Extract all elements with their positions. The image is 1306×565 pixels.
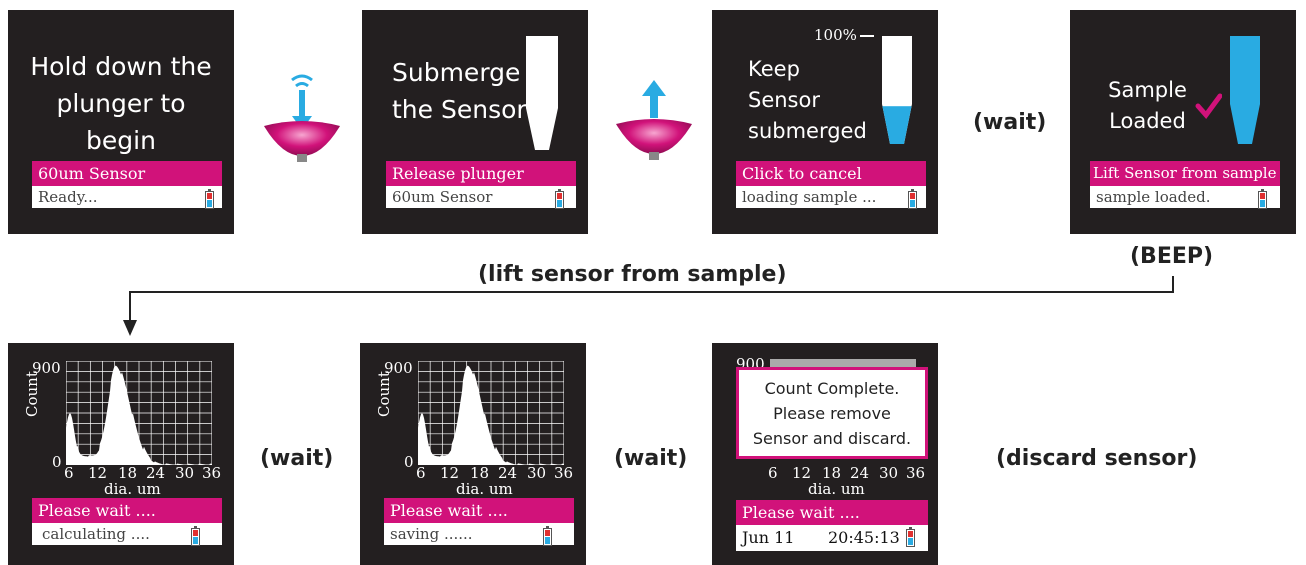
status-bar-white: Ready... <box>32 186 222 208</box>
sensor-icon <box>526 36 558 150</box>
status-bar-pink: Release plunger <box>386 161 576 186</box>
x-axis-label: dia. um <box>456 480 513 498</box>
annotation-beep: (BEEP) <box>1130 244 1214 269</box>
battery-icon <box>1258 189 1267 209</box>
status-bar-pink: Please wait .... <box>384 498 574 523</box>
x-tick: 30 <box>527 464 547 482</box>
annotation-wait: (wait) <box>260 446 334 471</box>
level-marker <box>860 35 874 37</box>
battery-icon <box>191 526 200 546</box>
message-line: plunger to <box>56 89 186 118</box>
y-axis-label: Count <box>23 371 41 417</box>
dialog-line: Please remove <box>773 404 891 423</box>
x-tick: 36 <box>906 464 926 482</box>
sensor-fill-icon <box>882 36 912 144</box>
x-tick: 12 <box>88 464 108 482</box>
x-tick: 36 <box>202 464 222 482</box>
date-readout: Jun 11 <box>742 528 795 547</box>
x-tick: 24 <box>498 464 518 482</box>
screen-count-complete: 900 Count Complete. Please remove Sensor… <box>712 343 938 565</box>
x-tick: 18 <box>470 464 490 482</box>
histogram-bars <box>66 365 212 465</box>
y-min-label: 0 <box>404 453 414 471</box>
message-line: submerged <box>748 119 867 143</box>
battery-icon <box>205 189 214 209</box>
status-bar-white: loading sample ... <box>736 186 926 208</box>
message-line: Submerge <box>392 58 521 87</box>
annotation-wait: (wait) <box>614 446 688 471</box>
histogram-top-strip <box>770 359 916 369</box>
screen-hold-plunger: Hold down the plunger to begin 60um Sens… <box>8 10 234 234</box>
level-label: 100% <box>814 26 857 44</box>
x-tick: 12 <box>792 464 812 482</box>
plunger-press-icon <box>264 74 340 162</box>
flow-arrow <box>123 276 1174 336</box>
screen-sample-loaded: Sample Loaded Lift Sensor from sample sa… <box>1070 10 1296 234</box>
message-line: Sample <box>1108 78 1187 102</box>
x-ticks: 6 12 18 24 30 36 <box>768 464 930 482</box>
y-axis-label: Count <box>375 371 393 417</box>
screen-calculating: 900 0 Count 6 12 18 24 30 36 dia. um Ple… <box>8 343 234 565</box>
battery-icon <box>908 189 917 209</box>
x-tick: 24 <box>850 464 870 482</box>
x-tick: 30 <box>175 464 195 482</box>
status-bar-pink: Please wait .... <box>736 500 928 525</box>
x-tick: 12 <box>440 464 460 482</box>
message-line: Hold down the <box>30 52 212 81</box>
screen-message: Submerge the Sensor <box>392 54 527 128</box>
screen-message: Sample Loaded <box>1100 75 1195 137</box>
x-ticks: 6 12 18 24 30 36 <box>64 464 226 482</box>
screen-keep-submerged: 100% Keep Sensor submerged Click to canc… <box>712 10 938 234</box>
x-tick: 6 <box>64 464 74 482</box>
x-tick: 6 <box>768 464 778 482</box>
annotation-discard-sensor: (discard sensor) <box>996 446 1198 471</box>
screen-submerge: Submerge the Sensor Release plunger 60um… <box>362 10 588 234</box>
x-tick: 6 <box>416 464 426 482</box>
status-bar-white: Jun 11 20:45:13 <box>736 525 928 551</box>
status-bar-white: 60um Sensor <box>386 186 576 208</box>
message-line: Sensor <box>748 88 820 112</box>
x-tick: 24 <box>146 464 166 482</box>
x-tick: 18 <box>118 464 138 482</box>
screen-message: Hold down the plunger to begin <box>8 48 234 159</box>
y-min-label: 0 <box>52 453 62 471</box>
annotation-wait: (wait) <box>973 110 1047 135</box>
histogram-chart <box>418 361 564 465</box>
checkmark-icon <box>1195 93 1222 119</box>
screen-message: Keep Sensor submerged <box>748 54 867 147</box>
x-axis-label: dia. um <box>104 480 161 498</box>
status-bar-pink: Please wait .... <box>32 498 222 523</box>
message-line: the Sensor <box>392 95 527 124</box>
x-axis-label: dia. um <box>808 480 865 498</box>
plunger-release-icon <box>616 80 692 160</box>
screen-saving: 900 0 Count 6 12 18 24 30 36 dia. um Ple… <box>360 343 586 565</box>
status-bar-white: saving ...... <box>384 523 574 545</box>
status-bar-pink: 60um Sensor <box>32 161 222 186</box>
status-bar-white: sample loaded. <box>1090 186 1280 208</box>
x-tick: 36 <box>554 464 574 482</box>
status-bar-pink: Click to cancel <box>736 161 926 186</box>
status-bar-pink: Lift Sensor from sample <box>1090 161 1280 186</box>
count-complete-dialog: Count Complete. Please remove Sensor and… <box>736 367 928 459</box>
message-line: begin <box>86 126 156 155</box>
battery-icon <box>555 189 564 209</box>
message-line: Keep <box>748 57 800 81</box>
histogram-bars <box>418 365 564 465</box>
message-line: Loaded <box>1109 109 1186 133</box>
y-max-label: 900 <box>384 359 413 377</box>
sensor-full-icon <box>1230 36 1260 144</box>
x-ticks: 6 12 18 24 30 36 <box>416 464 578 482</box>
battery-icon <box>543 526 552 546</box>
y-max-label: 900 <box>32 359 61 377</box>
dialog-line: Sensor and discard. <box>752 429 912 448</box>
battery-icon <box>906 527 915 547</box>
x-tick: 18 <box>822 464 842 482</box>
x-tick: 30 <box>879 464 899 482</box>
histogram-chart <box>66 361 212 465</box>
annotation-lift-sensor: (lift sensor from sample) <box>478 262 787 287</box>
time-readout: 20:45:13 <box>828 528 900 547</box>
status-bar-white: calculating .... <box>32 523 222 545</box>
dialog-line: Count Complete. <box>764 379 900 398</box>
